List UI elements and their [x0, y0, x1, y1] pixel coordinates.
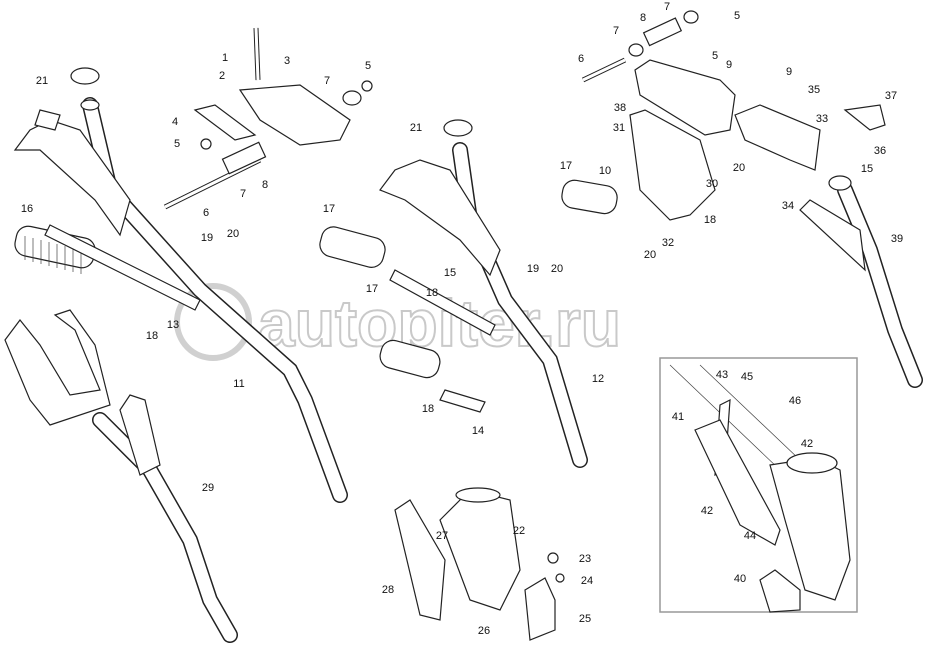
bracket-2 — [163, 27, 373, 210]
callout-label: 11 — [233, 378, 244, 390]
cap-21 — [70, 67, 100, 85]
callout-label: 8 — [640, 12, 646, 24]
callout-label: 31 — [613, 122, 625, 134]
callout-label: 42 — [701, 505, 713, 517]
callout-label: 40 — [734, 573, 746, 585]
callout-label: 5 — [734, 10, 740, 22]
housing-22 — [439, 489, 521, 611]
callout-label: 5 — [365, 60, 371, 72]
callout-label: 5 — [712, 50, 718, 62]
callout-label: 3 — [284, 55, 290, 67]
callout-label: 22 — [513, 525, 525, 537]
spring-17 — [319, 226, 386, 268]
callout-label: 9 — [786, 66, 792, 78]
callout-label: 20 — [551, 263, 563, 275]
spring-17c — [561, 179, 618, 215]
callout-label: 29 — [202, 482, 214, 494]
callout-label: 39 — [891, 233, 903, 245]
callout-label: 28 — [382, 584, 394, 596]
handle-tube-39 — [799, 175, 923, 388]
callout-label: 21 — [36, 75, 48, 87]
callout-label: 7 — [664, 1, 670, 13]
callout-label: 24 — [581, 575, 593, 587]
callout-label: 2 — [219, 70, 225, 82]
callout-label: 26 — [478, 625, 490, 637]
callout-label: 23 — [579, 553, 591, 565]
callout-label: 6 — [203, 207, 209, 219]
callout-label: 5 — [174, 138, 180, 150]
callout-label: 18 — [146, 330, 158, 342]
callout-label: 6 — [578, 53, 584, 65]
callout-label: 36 — [874, 145, 886, 157]
callout-label: 14 — [472, 425, 484, 437]
handle-tube-12 — [379, 142, 588, 468]
callout-label: 18 — [426, 287, 438, 299]
callout-label: 4 — [172, 116, 178, 128]
callout-label: 12 — [592, 373, 604, 385]
callout-label: 44 — [744, 530, 756, 542]
callout-label: 21 — [410, 122, 422, 134]
callout-label: 41 — [672, 411, 684, 423]
callout-label: 20 — [227, 228, 239, 240]
callout-label: 17 — [560, 160, 572, 172]
link-13 — [44, 224, 201, 311]
callout-label: 9 — [726, 59, 732, 71]
spring-16 — [14, 225, 96, 274]
callout-label: 8 — [262, 179, 268, 191]
callout-label: 45 — [741, 371, 753, 383]
callout-label: 17 — [323, 203, 335, 215]
callout-label: 38 — [614, 102, 626, 114]
callout-label: 46 — [789, 395, 801, 407]
callout-label: 16 — [21, 203, 33, 215]
watermark-logo-icon — [174, 283, 252, 361]
callout-label: 15 — [444, 267, 456, 279]
spring-17b — [379, 339, 441, 379]
cap-21b — [443, 119, 473, 137]
callout-label: 34 — [782, 200, 794, 212]
callout-label: 15 — [861, 163, 873, 175]
callout-label: 7 — [324, 75, 330, 87]
link-15 — [389, 269, 496, 336]
callout-label: 1 — [222, 52, 228, 64]
bracket-25 — [524, 577, 556, 641]
callout-label: 27 — [436, 530, 448, 542]
callout-label: 35 — [808, 84, 820, 96]
callout-label: 20 — [644, 249, 656, 261]
callout-label: 7 — [613, 25, 619, 37]
callout-label: 25 — [579, 613, 591, 625]
callout-label: 42 — [801, 438, 813, 450]
callout-label: 19 — [201, 232, 213, 244]
link-14 — [439, 389, 486, 413]
callout-label: 19 — [527, 263, 539, 275]
callout-label: 13 — [167, 319, 179, 331]
callout-label: 7 — [240, 188, 246, 200]
yoke-29 — [4, 309, 238, 643]
callout-label: 18 — [704, 214, 716, 226]
callout-label: 32 — [662, 237, 674, 249]
callout-label: 30 — [706, 178, 718, 190]
handle-tube-11 — [13, 97, 348, 503]
bracket-38 — [581, 10, 886, 221]
callout-label: 33 — [816, 113, 828, 125]
detail-inset-frame — [659, 357, 858, 613]
inset-parts — [669, 364, 851, 613]
cover-28 — [394, 499, 446, 621]
callout-label: 37 — [885, 90, 897, 102]
callout-label: 10 — [599, 165, 611, 177]
callout-label: 18 — [422, 403, 434, 415]
callout-label: 43 — [716, 369, 728, 381]
callout-label: 17 — [366, 283, 378, 295]
callout-label: 20 — [733, 162, 745, 174]
